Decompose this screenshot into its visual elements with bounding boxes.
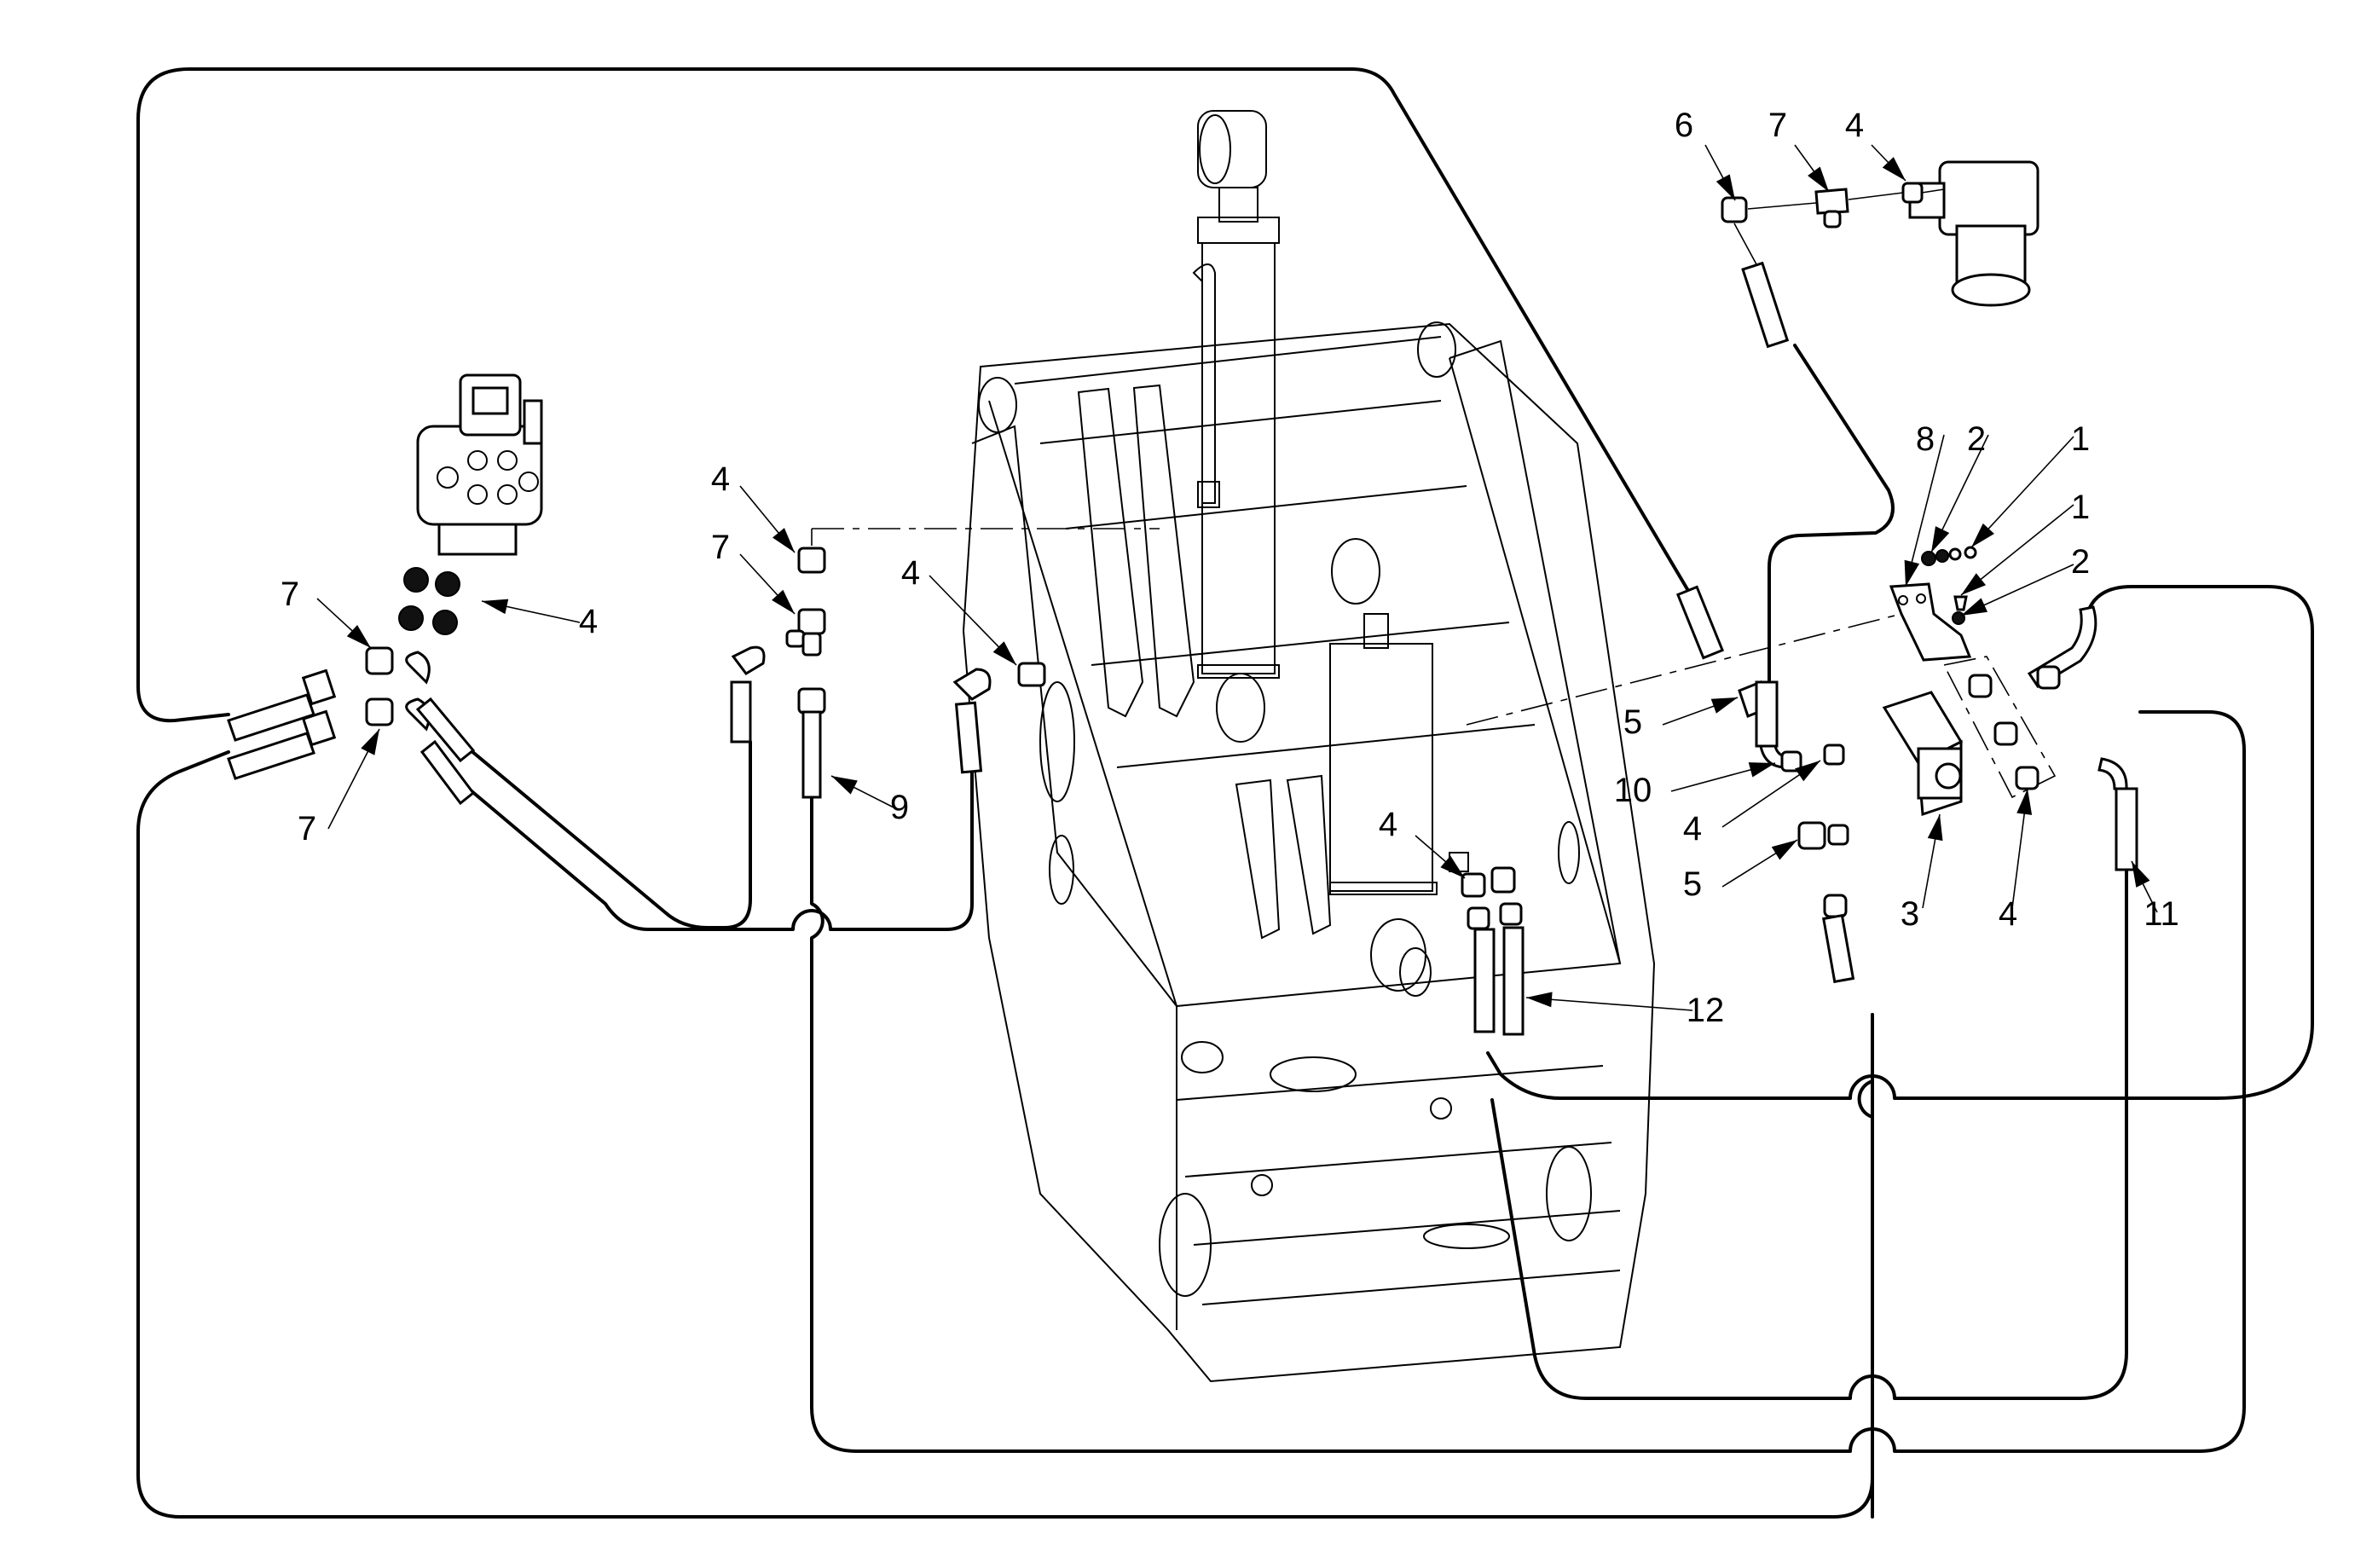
callout-number: 7 (298, 810, 316, 848)
callout-4: 4 (1845, 107, 1906, 182)
callout-7: 7 (281, 576, 372, 649)
callout-arrowhead-icon (1710, 697, 1738, 714)
callout-arrowhead-icon (1927, 814, 1943, 842)
callout-number: 4 (711, 460, 730, 498)
callout-number: 5 (1683, 865, 1702, 903)
callout-4: 4 (711, 460, 796, 553)
callout-arrowhead-icon (1440, 855, 1465, 878)
callout-number: 11 (2144, 895, 2179, 933)
callout-number: 2 (2071, 543, 2090, 581)
hose-cylinder-bottom (1490, 868, 2128, 1400)
hose-steering (1768, 344, 1895, 684)
callout-4: 4 (901, 554, 1017, 666)
callout-7: 7 (298, 728, 380, 848)
callout-number: 12 (1687, 992, 1725, 1029)
callout-4: 4 (1379, 806, 1466, 879)
callout-arrowhead-icon (772, 589, 795, 614)
callout-arrowhead-icon (1971, 523, 1994, 547)
callout-arrowhead-icon (1961, 573, 1987, 595)
callout-arrowhead-icon (1716, 174, 1735, 200)
callout-arrowhead-icon (831, 776, 858, 795)
callout-arrowhead-icon (1771, 840, 1797, 860)
callout-8: 8 (1904, 420, 1945, 587)
tee-assembly (730, 528, 1160, 799)
cylinder-fittings (1461, 866, 1525, 1036)
steering-unit (1721, 160, 2040, 349)
callout-12: 12 (1525, 992, 1725, 1029)
callout-number: 1 (2071, 420, 2090, 458)
callout-number: 7 (1768, 107, 1787, 144)
tilt-cylinder (1329, 538, 1469, 895)
callout-5: 5 (1683, 839, 1798, 903)
callout-3: 3 (1901, 813, 1943, 933)
callout-arrowhead-icon (1748, 762, 1775, 778)
callout-10: 10 (1614, 762, 1776, 809)
callout-number: 7 (281, 576, 299, 613)
callout-arrowhead-icon (1808, 166, 1829, 192)
hose-top-loop (136, 67, 1711, 723)
callout-9: 9 (830, 775, 909, 826)
callout-number: 4 (1379, 806, 1397, 843)
callout-4: 4 (481, 599, 598, 640)
callout-1: 1 (1960, 489, 2090, 596)
callout-number: 4 (1683, 810, 1702, 848)
callout-number: 9 (890, 789, 909, 826)
callout-number: 3 (1901, 895, 1919, 933)
hose-outer-bottom-loop (136, 750, 1874, 1519)
valve-block (1466, 546, 2138, 984)
callout-7: 7 (711, 529, 796, 615)
callout-4: 4 (1683, 760, 1821, 848)
callout-number: 4 (1999, 895, 2017, 933)
callout-arrowhead-icon (346, 625, 371, 648)
callout-1: 1 (1970, 420, 2090, 548)
callout-number: 4 (1845, 107, 1864, 144)
callout-7: 7 (1768, 107, 1830, 193)
callout-11: 11 (2131, 860, 2179, 933)
callout-arrowhead-icon (1795, 761, 1820, 782)
callout-6: 6 (1675, 107, 1736, 201)
hose-routes (136, 67, 2314, 1519)
callout-arrowhead-icon (2132, 861, 2150, 888)
hose-left-u-2 (442, 766, 974, 931)
callout-arrowhead-icon (1882, 157, 1906, 181)
callout-arrowhead-icon (1526, 992, 1553, 1008)
callout-arrowhead-icon (1931, 526, 1950, 553)
callout-number: 5 (1623, 703, 1642, 741)
callout-arrowhead-icon (1904, 559, 1920, 587)
callout-number: 8 (1916, 420, 1935, 458)
callout-number: 1 (2071, 489, 2090, 526)
hose-right-vertical (1857, 1013, 1874, 1519)
callout-arrowhead-icon (2016, 789, 2033, 815)
callout-number: 7 (711, 529, 730, 566)
callout-number: 2 (1967, 420, 1986, 458)
hose-cylinder-right (1486, 585, 2314, 1100)
control-valve (227, 373, 543, 806)
callout-arrowhead-icon (772, 528, 795, 553)
callout-4: 4 (1999, 788, 2033, 933)
callout-arrowhead-icon (1961, 598, 1988, 616)
hose-left-u-1 (459, 740, 752, 929)
callout-2: 2 (1960, 543, 2090, 616)
callout-number: 4 (579, 603, 598, 640)
callout-leader-line (1905, 434, 1945, 587)
callout-5: 5 (1623, 697, 1739, 741)
callout-arrowhead-icon (361, 729, 379, 755)
callout-number: 10 (1614, 772, 1652, 809)
callout-2: 2 (1930, 420, 1989, 553)
callout-arrowhead-icon (482, 599, 509, 615)
callout-arrowhead-icon (992, 641, 1016, 665)
callout-leader-line (1525, 997, 1693, 1011)
callout-number: 6 (1675, 107, 1693, 144)
hose-middle-loop (810, 710, 2246, 1453)
callout-number: 4 (901, 554, 920, 592)
lift-cylinder (1192, 110, 1280, 743)
mast-frame (962, 321, 1656, 1383)
